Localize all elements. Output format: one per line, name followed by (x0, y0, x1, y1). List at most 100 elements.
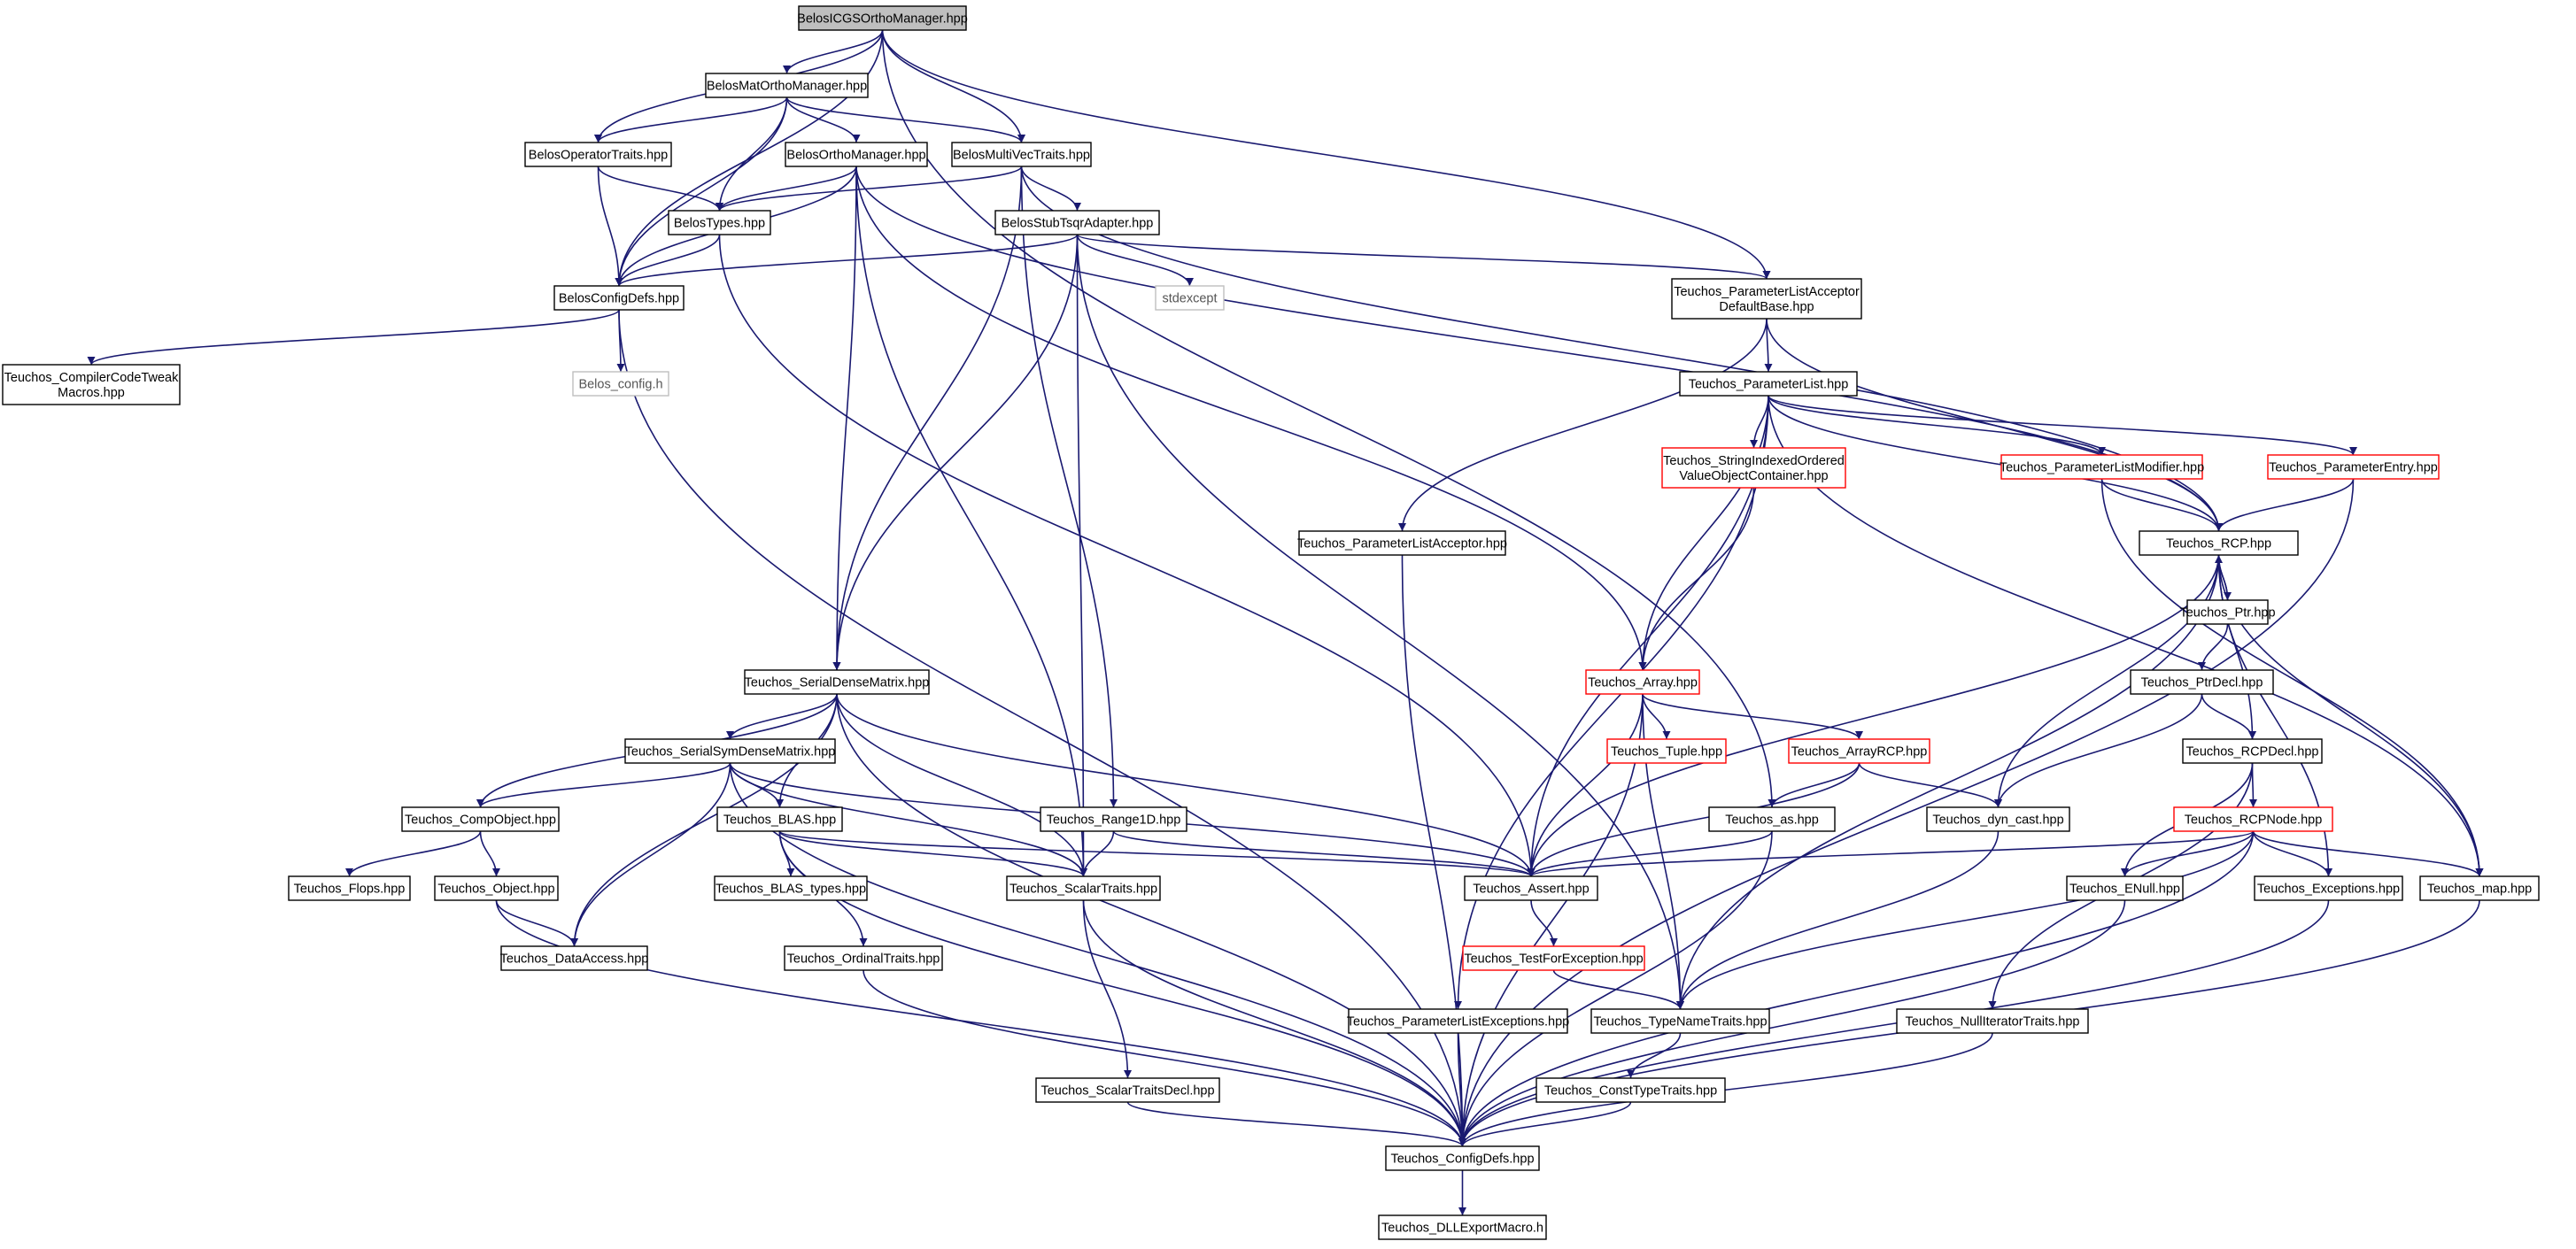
node-label: Macros.hpp (58, 386, 125, 400)
node-exceptions[interactable]: Teuchos_Exceptions.hpp (2254, 875, 2403, 901)
node-rcpdecl[interactable]: Teuchos_RCPDecl.hpp (2182, 738, 2323, 764)
node-testforexc[interactable]: Teuchos_TestForException.hpp (1462, 945, 1645, 971)
edge-rcp-to-assert (1527, 554, 2220, 877)
node-rcp[interactable]: Teuchos_RCP.hpp (2139, 530, 2299, 556)
edge-optraits-to-types (597, 166, 723, 212)
node-sdm[interactable]: Teuchos_SerialDenseMatrix.hpp (744, 669, 930, 695)
node-array[interactable]: Teuchos_Array.hpp (1585, 669, 1700, 695)
edge-rcpnode-to-enull (2121, 830, 2255, 877)
node-configdefs[interactable]: BelosConfigDefs.hpp (553, 285, 685, 311)
node-box (994, 210, 1160, 235)
node-orthomgr[interactable]: BelosOrthoManager.hpp (785, 142, 928, 167)
edge-configdefs-to-teuchosconfig (618, 309, 1466, 1147)
node-blastypes[interactable]: Teuchos_BLAS_types.hpp (714, 875, 868, 901)
node-typenametraits[interactable]: Teuchos_TypeNameTraits.hpp (1590, 1008, 1770, 1034)
node-dataaccess[interactable]: Teuchos_DataAccess.hpp (500, 945, 649, 971)
node-ordinaltraits[interactable]: Teuchos_OrdinalTraits.hpp (784, 945, 943, 971)
node-nulliter[interactable]: Teuchos_NullIteratorTraits.hpp (1896, 1008, 2089, 1034)
node-as[interactable]: Teuchos_as.hpp (1708, 806, 1836, 832)
edge-ssdm-to-compobject (476, 762, 731, 808)
node-optraits[interactable]: BelosOperatorTraits.hpp (524, 142, 672, 167)
node-box (2182, 738, 2323, 764)
edge-blas-to-assert (778, 830, 1536, 877)
node-box (1155, 285, 1225, 311)
node-label: Teuchos_ScalarTraits.hpp (1010, 883, 1157, 897)
node-label: Teuchos_ParameterList.hpp (1689, 378, 1849, 392)
node-sivoc[interactable]: Teuchos_StringIndexedOrderedValueObjectC… (1661, 447, 1846, 489)
node-root[interactable]: BelosICGSOrthoManager.hpp (797, 5, 968, 31)
node-blas[interactable]: Teuchos_BLAS.hpp (716, 806, 843, 832)
node-teuchosconfig[interactable]: Teuchos_ConfigDefs.hpp (1385, 1145, 1540, 1171)
node-stdexcept[interactable]: stdexcept (1155, 285, 1225, 311)
node-range1d[interactable]: Teuchos_Range1D.hpp (1040, 806, 1187, 832)
node-box (785, 142, 928, 167)
node-matortho[interactable]: BelosMatOrthoManager.hpp (705, 73, 869, 98)
node-ssdm[interactable]: Teuchos_SerialSymDenseMatrix.hpp (624, 738, 836, 764)
node-label: Teuchos_Tuple.hpp (1611, 745, 1722, 759)
node-box (2066, 875, 2184, 901)
edge-plad-to-rcp (1766, 318, 2223, 532)
node-box (798, 5, 967, 31)
node-label: BelosOrthoManager.hpp (786, 149, 925, 163)
edge-matortho-to-optraits (594, 96, 788, 143)
node-mvtraits[interactable]: BelosMultiVecTraits.hpp (951, 142, 1092, 167)
node-paramlist[interactable]: Teuchos_ParameterList.hpp (1679, 371, 1858, 397)
node-compobject[interactable]: Teuchos_CompObject.hpp (401, 806, 560, 832)
node-box (744, 669, 930, 695)
edge-arrayrcp-to-as (1768, 762, 1860, 808)
node-ptr[interactable]: Teuchos_Ptr.hpp (2179, 599, 2276, 625)
node-assert[interactable]: Teuchos_Assert.hpp (1464, 875, 1598, 901)
edge-paramlist-to-rcp (1768, 395, 2223, 532)
edge-layer (87, 29, 2484, 1215)
node-ptrdecl[interactable]: Teuchos_PtrDecl.hpp (2130, 669, 2274, 695)
node-plad[interactable]: Teuchos_ParameterListAcceptorDefaultBase… (1671, 278, 1862, 320)
node-box (1378, 1214, 1547, 1240)
node-consttypetraits[interactable]: Teuchos_ConstTypeTraits.hpp (1536, 1077, 1726, 1103)
node-arrayrcp[interactable]: Teuchos_ArrayRCP.hpp (1788, 738, 1930, 764)
node-placceptor[interactable]: Teuchos_ParameterListAcceptor.hpp (1297, 530, 1507, 556)
node-box (2419, 875, 2540, 901)
node-label: BelosOperatorTraits.hpp (529, 149, 668, 163)
node-dyncast[interactable]: Teuchos_dyn_cast.hpp (1926, 806, 2070, 832)
edge-paramlist-to-paramentry (1768, 395, 2357, 456)
node-paramentry[interactable]: Teuchos_ParameterEntry.hpp (2267, 454, 2440, 480)
node-label: Teuchos_DataAccess.hpp (500, 952, 649, 967)
node-belosconfig[interactable]: Belos_config.h (572, 371, 669, 397)
node-plmodifier[interactable]: Teuchos_ParameterListModifier.hpp (2000, 454, 2204, 480)
edge-blas-to-scalartraits (778, 830, 1087, 877)
edge-types-to-assert (718, 234, 1536, 877)
node-plexceptions[interactable]: Teuchos_ParameterListExceptions.hpp (1347, 1008, 1569, 1034)
node-map[interactable]: Teuchos_map.hpp (2419, 875, 2540, 901)
node-tsqr[interactable]: BelosStubTsqrAdapter.hpp (994, 210, 1160, 235)
edge-rcpnode-to-assert (1527, 830, 2255, 877)
node-box (401, 806, 560, 832)
node-box (572, 371, 669, 397)
edge-paramentry-to-rcp (2215, 478, 2355, 532)
node-types[interactable]: BelosTypes.hpp (668, 210, 771, 235)
node-flops[interactable]: Teuchos_Flops.hpp (288, 875, 411, 901)
edge-exceptions-to-teuchosconfig (1458, 899, 2330, 1147)
edge-mvtraits-to-sdm (832, 166, 1023, 671)
node-label: Teuchos_SerialDenseMatrix.hpp (745, 676, 930, 690)
edge-scalartraits-to-teuchosconfig (1082, 899, 1466, 1147)
node-label: Teuchos_Exceptions.hpp (2257, 883, 2400, 897)
node-box (1536, 1077, 1726, 1103)
node-label: Teuchos_ConfigDefs.hpp (1390, 1153, 1534, 1167)
node-label: Teuchos_Assert.hpp (1473, 883, 1589, 897)
node-tuple[interactable]: Teuchos_Tuple.hpp (1606, 738, 1727, 764)
node-enull[interactable]: Teuchos_ENull.hpp (2066, 875, 2184, 901)
node-dllexport[interactable]: Teuchos_DLLExportMacro.h (1378, 1214, 1547, 1240)
edge-arrayrcp-to-assert (1527, 762, 1860, 877)
edge-plmodifier-to-map (2100, 478, 2484, 877)
edge-matortho-to-orthomgr (785, 96, 861, 143)
edge-sdm-to-teuchosconfig (836, 693, 1466, 1147)
node-label: Teuchos_dyn_cast.hpp (1932, 813, 2063, 828)
node-rcpnode[interactable]: Teuchos_RCPNode.hpp (2173, 806, 2333, 832)
node-object[interactable]: Teuchos_Object.hpp (434, 875, 559, 901)
node-scalartraitsdecl[interactable]: Teuchos_ScalarTraitsDecl.hpp (1035, 1077, 1220, 1103)
edge-ssdm-to-dataaccess (570, 762, 731, 947)
edge-rcp-to-typenametraits (1676, 554, 2220, 1010)
node-scalartraits[interactable]: Teuchos_ScalarTraits.hpp (1006, 875, 1161, 901)
